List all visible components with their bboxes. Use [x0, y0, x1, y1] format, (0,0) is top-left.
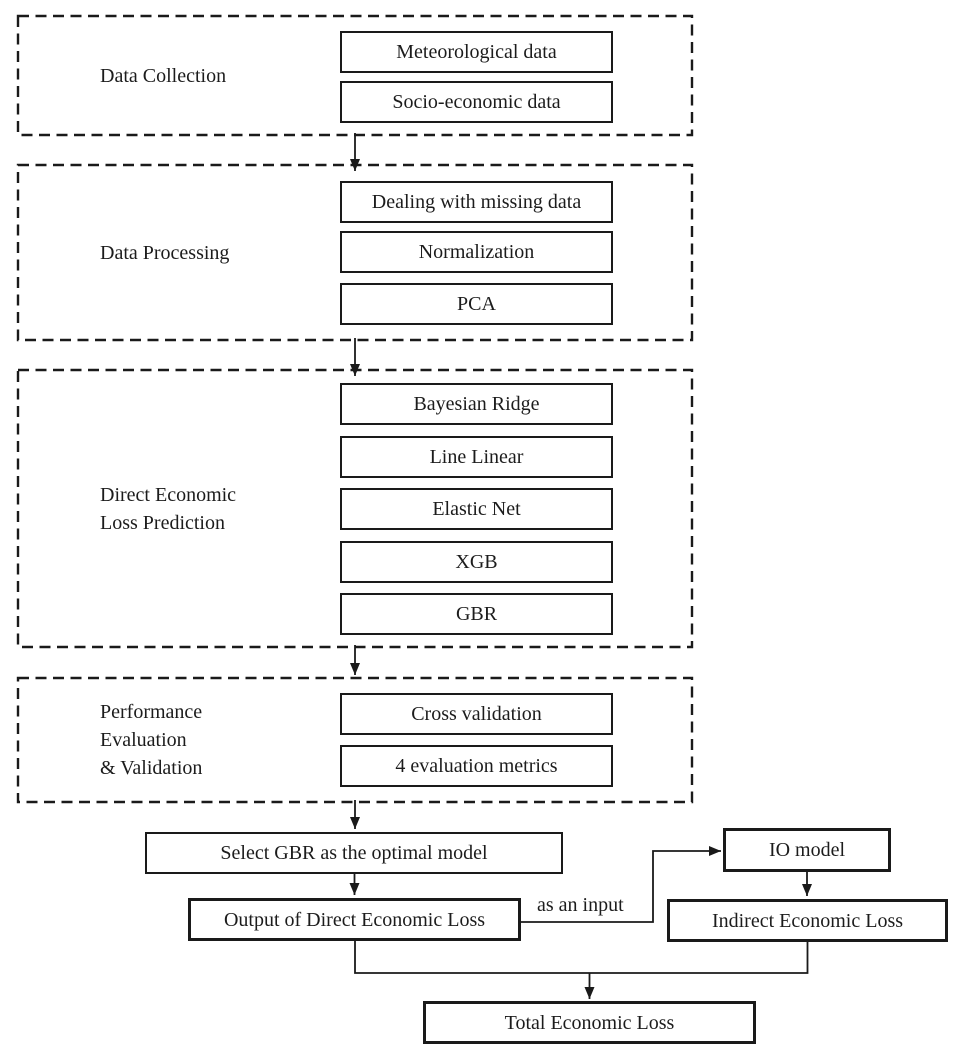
box-evaluation-metrics: 4 evaluation metrics — [340, 745, 613, 787]
box-io-model: IO model — [723, 828, 891, 872]
box-pca: PCA — [340, 283, 613, 325]
section-label-line: & Validation — [100, 757, 203, 779]
section-label-line: Loss Prediction — [100, 511, 225, 534]
section-label-line: Direct Economic — [100, 483, 237, 506]
section-frame-performance-evaluation — [16, 676, 694, 804]
box-bayesian-ridge: Bayesian Ridge — [340, 383, 613, 425]
box-meteorological-data: Meteorological data — [340, 31, 613, 73]
section-label-performance-evaluation: Performance Evaluation & Validation — [100, 678, 332, 802]
box-gbr: GBR — [340, 593, 613, 635]
box-total-economic-loss: Total Economic Loss — [423, 1001, 756, 1044]
section-label-line: Performance — [100, 701, 203, 723]
box-socio-economic-data: Socio-economic data — [340, 81, 613, 123]
connector-output-indirect-junction — [354, 940, 809, 974]
section-label-loss-prediction: Direct Economic Loss Prediction — [100, 370, 332, 647]
section-label-line: Data Processing — [100, 241, 230, 264]
box-missing-data: Dealing with missing data — [340, 181, 613, 223]
box-elastic-net: Elastic Net — [340, 488, 613, 530]
box-normalization: Normalization — [340, 231, 613, 273]
box-output-direct-economic-loss: Output of Direct Economic Loss — [188, 898, 521, 941]
box-line-linear: Line Linear — [340, 436, 613, 478]
box-select-gbr-optimal-model: Select GBR as the optimal model — [145, 832, 563, 874]
edge-label-as-an-input: as an input — [537, 894, 624, 916]
box-xgb: XGB — [340, 541, 613, 583]
section-label-line: Evaluation — [100, 729, 187, 751]
box-cross-validation: Cross validation — [340, 693, 613, 735]
arrow-output-to-io — [521, 846, 721, 923]
section-label-line: Data Collection — [100, 64, 227, 87]
section-label-data-collection: Data Collection — [100, 16, 332, 135]
box-indirect-economic-loss: Indirect Economic Loss — [667, 899, 948, 942]
section-label-data-processing: Data Processing — [100, 165, 332, 340]
